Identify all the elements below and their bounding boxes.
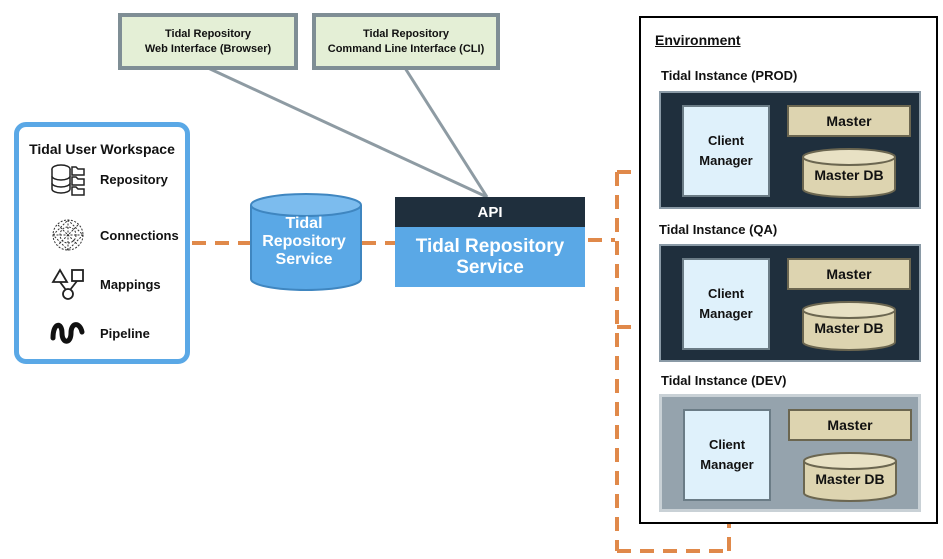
api-service-line-2: Service	[456, 257, 524, 278]
shapes-flow-icon	[51, 268, 84, 300]
db-cylinder-icon	[802, 148, 896, 198]
api-header: API	[395, 197, 585, 227]
user-workspace-panel: Tidal User Workspace	[14, 122, 190, 364]
network-globe-icon	[52, 219, 84, 251]
client-manager-line-1: Client	[707, 133, 745, 148]
cli-interface-line-1: Tidal Repository	[363, 27, 449, 40]
instance-qa: Client Manager Master Master DB	[659, 244, 921, 362]
master-db-prod: Master DB	[801, 147, 897, 199]
client-manager-line-2: Manager	[700, 457, 754, 472]
repo-service-line-2: Repository	[262, 233, 346, 250]
instance-prod: Client Manager Master Master DB	[659, 91, 921, 209]
workspace-item-pipeline: Pipeline	[50, 316, 150, 350]
repo-service-line-1: Tidal	[285, 215, 323, 232]
client-manager-prod: Client Manager	[682, 105, 770, 197]
instance-title-qa: Tidal Instance (QA)	[659, 222, 778, 237]
cli-interface-line-2: Command Line Interface (CLI)	[327, 42, 485, 55]
cli-to-api-line	[403, 67, 489, 198]
client-manager-line-1: Client	[708, 437, 746, 452]
web-interface-line-1: Tidal Repository	[165, 27, 251, 40]
master-db-dev: Master DB	[802, 451, 898, 503]
master-dev: Master	[788, 409, 912, 441]
client-manager-dev: Client Manager	[683, 409, 771, 501]
repository-service-cylinder	[250, 193, 362, 291]
client-manager-line-2: Manager	[699, 153, 753, 168]
api-service-line-1: Tidal Repository	[415, 236, 565, 257]
master-db-label: Master DB	[814, 167, 884, 183]
web-to-api-line	[207, 66, 488, 199]
db-cylinder-icon	[803, 452, 897, 502]
master-db-qa: Master DB	[801, 300, 897, 352]
client-manager-line-2: Manager	[699, 306, 753, 321]
api-service-box: Tidal Repository Service	[395, 227, 585, 287]
web-interface-line-2: Web Interface (Browser)	[144, 42, 272, 55]
workspace-item-mappings: Mappings	[50, 267, 161, 301]
instance-title-dev: Tidal Instance (DEV)	[661, 373, 787, 388]
database-folders-icon	[51, 164, 85, 196]
cli-interface-box: Tidal Repository Command Line Interface …	[312, 13, 500, 70]
repo-service-line-3: Service	[275, 251, 333, 268]
client-manager-qa: Client Manager	[682, 258, 770, 350]
workspace-item-repository: Repository	[50, 162, 168, 196]
master-qa: Master	[787, 258, 911, 290]
workspace-item-connections: Connections	[50, 218, 179, 252]
client-manager-line-1: Client	[707, 286, 745, 301]
master-db-label: Master DB	[815, 471, 885, 487]
repository-label: Repository	[100, 171, 168, 187]
workspace-title: Tidal User Workspace	[29, 141, 175, 157]
web-interface-box: Tidal Repository Web Interface (Browser)	[118, 13, 298, 70]
instance-dev: Client Manager Master Master DB	[659, 394, 921, 512]
repository-service-label: Tidal Repository Service	[246, 215, 362, 269]
instance-title-prod: Tidal Instance (PROD)	[661, 68, 798, 83]
pipeline-label: Pipeline	[100, 325, 150, 341]
master-prod: Master	[787, 105, 911, 137]
mappings-label: Mappings	[100, 276, 161, 292]
environment-title: Environment	[655, 32, 741, 48]
db-cylinder-icon	[802, 301, 896, 351]
master-db-label: Master DB	[814, 320, 884, 336]
pipeline-wave-icon	[50, 322, 85, 344]
connections-label: Connections	[100, 227, 179, 243]
